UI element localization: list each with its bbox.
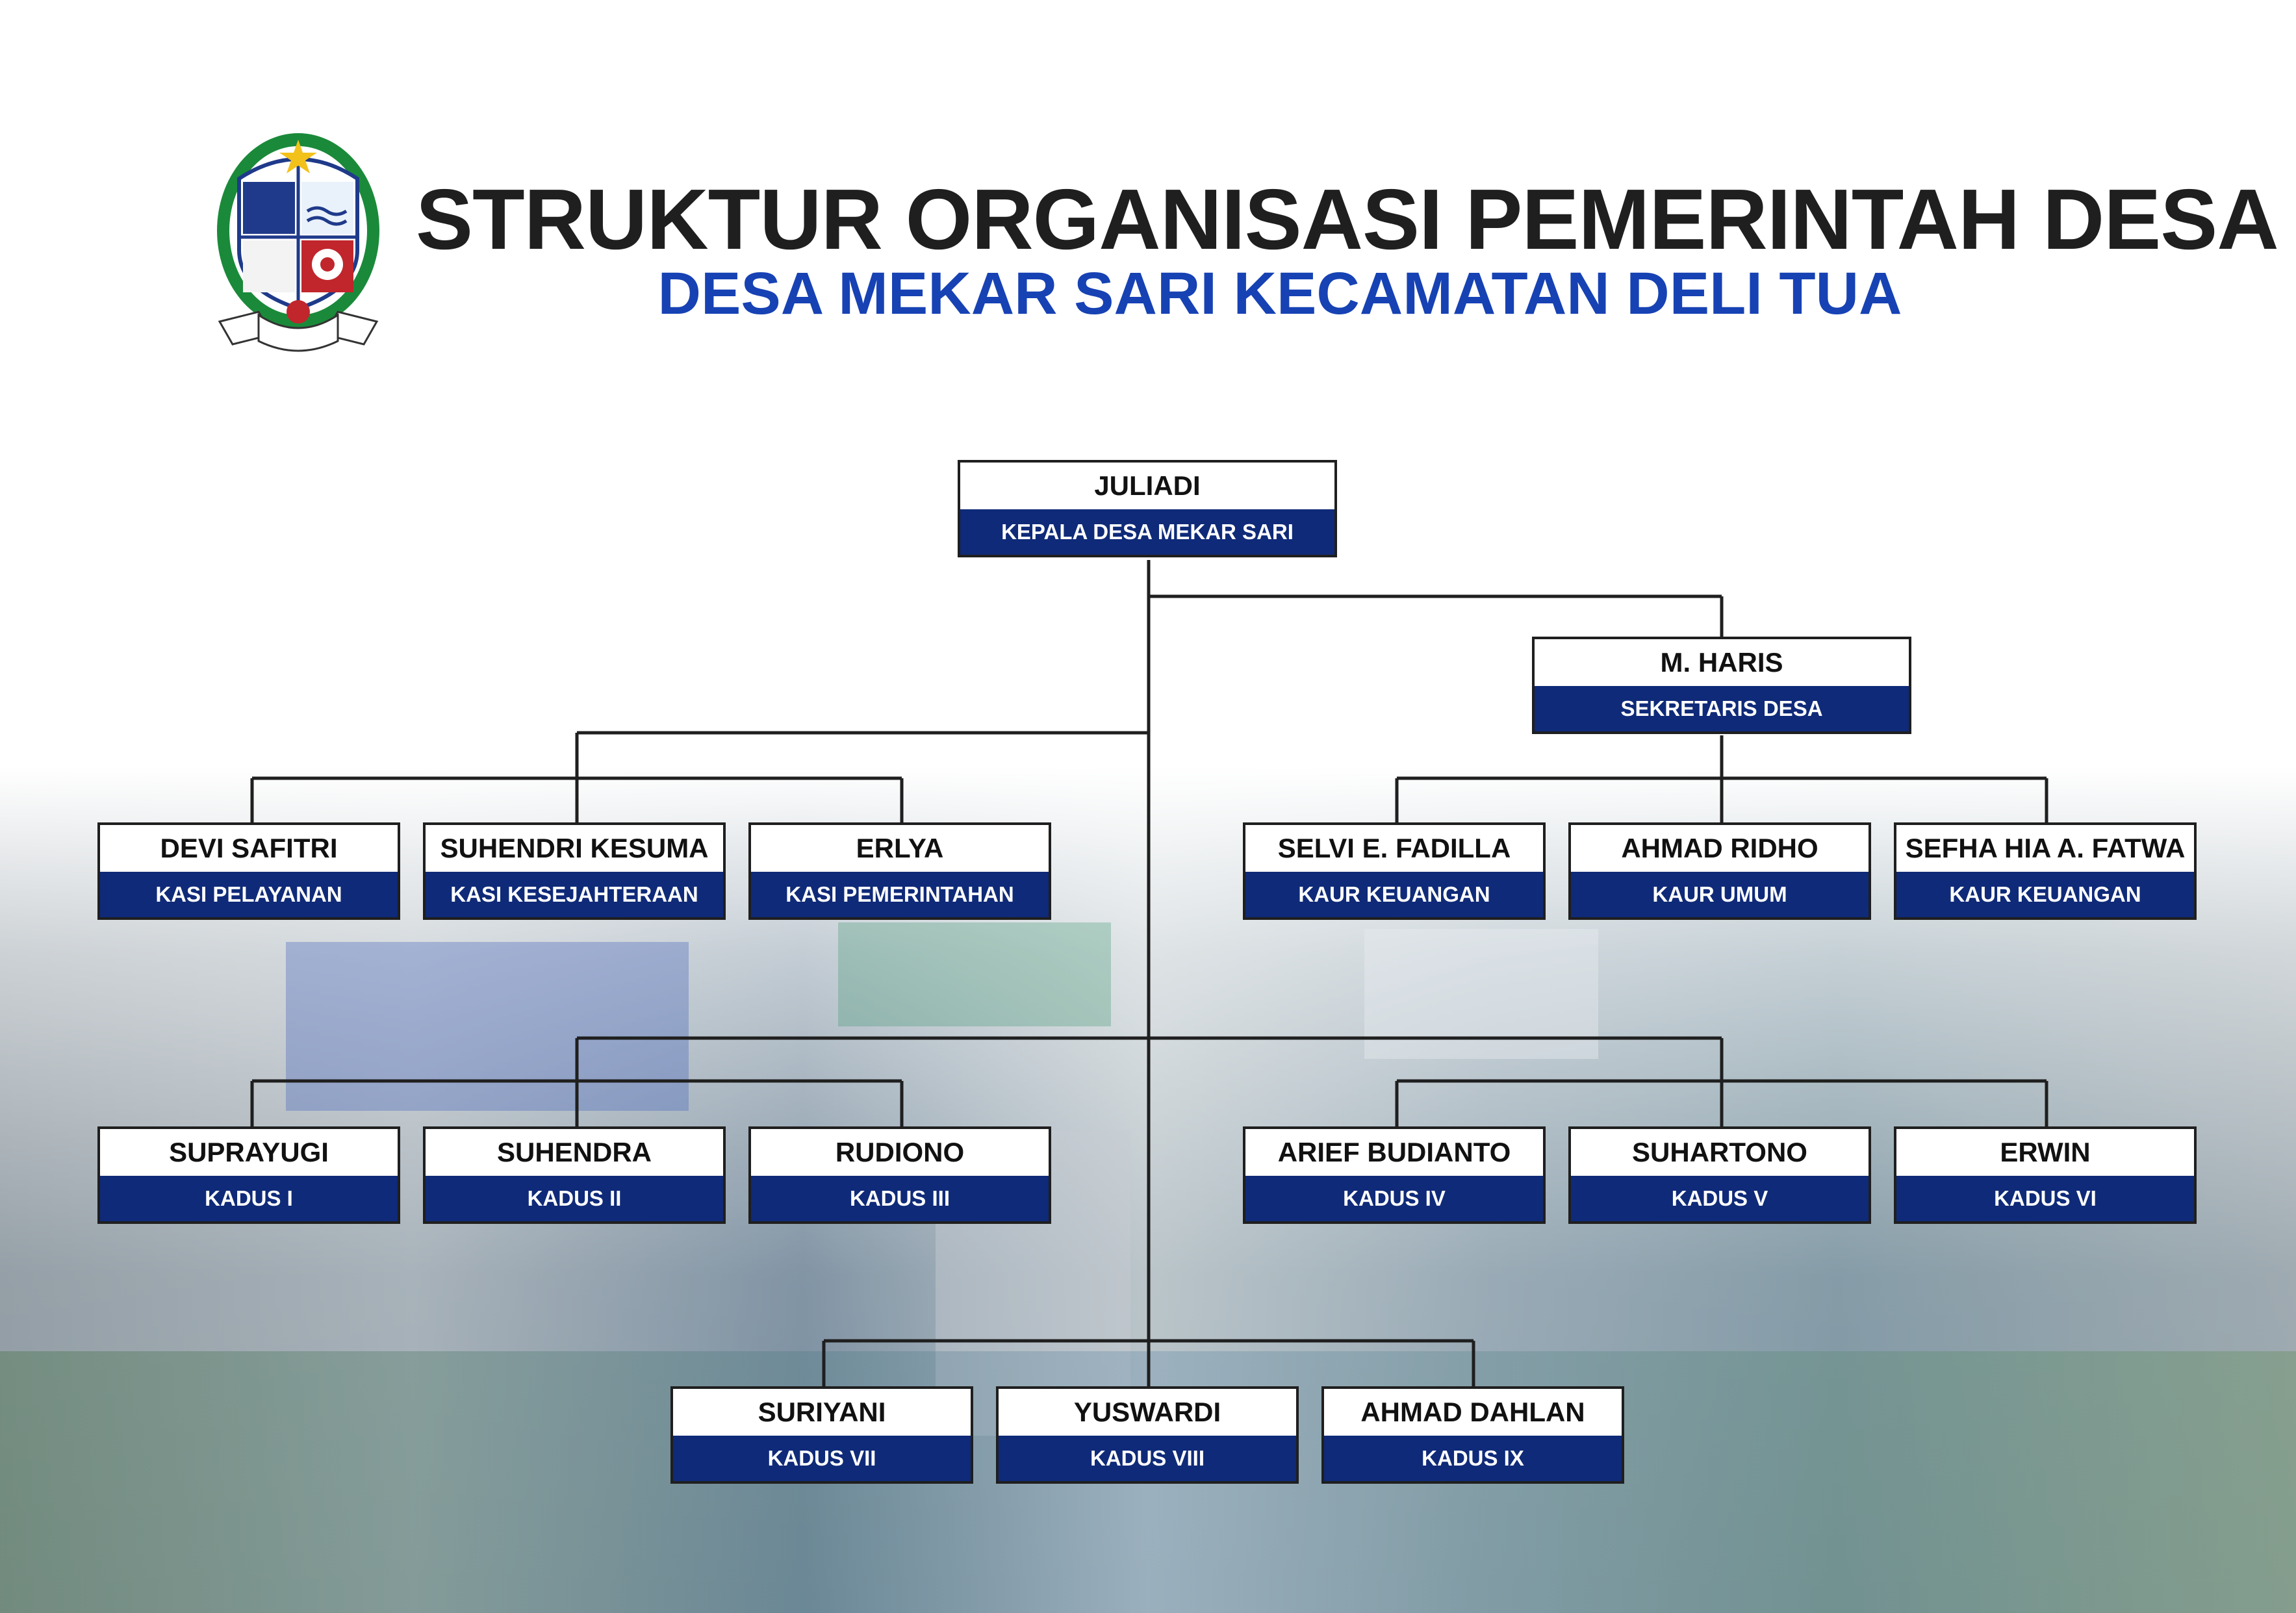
node-name: AHMAD RIDHO [1621, 833, 1818, 863]
org-node-kadus-iv: ARIEF BUDIANTO KADUS IV [1243, 1126, 1546, 1224]
node-name: YUSWARDI [1073, 1397, 1221, 1427]
node-name: RUDIONO [835, 1137, 965, 1167]
node-role: KADUS V [1571, 1176, 1869, 1221]
page-subtitle: DESA MEKAR SARI KECAMATAN DELI TUA [657, 260, 1902, 327]
node-role: KAUR KEUANGAN [1896, 872, 2194, 917]
org-node-kaur-umum: AHMAD RIDHO KAUR UMUM [1568, 822, 1871, 920]
node-name: M. HARIS [1660, 647, 1783, 678]
node-role: KAUR UMUM [1571, 872, 1869, 917]
org-node-kadus-ix: AHMAD DAHLAN KADUS IX [1321, 1386, 1624, 1484]
org-node-kadus-vi: ERWIN KADUS VI [1894, 1126, 2197, 1224]
node-role: KASI PEMERINTAHAN [751, 872, 1049, 917]
node-role: KASI PELAYANAN [100, 872, 398, 917]
node-role: KASI KESEJAHTERAAN [426, 872, 723, 917]
org-node-kadus-ii: SUHENDRA KADUS II [423, 1126, 726, 1224]
node-role: KADUS VIII [999, 1436, 1296, 1481]
node-role: KADUS VI [1896, 1176, 2194, 1221]
node-name: SUHENDRI KESUMA [440, 833, 709, 863]
org-node-kadus-viii: YUSWARDI KADUS VIII [996, 1386, 1299, 1484]
node-name: SEFHA HIA A. FATWA [1905, 833, 2186, 863]
org-node-kaur-keuangan: SELVI E. FADILLA KAUR KEUANGAN [1243, 822, 1546, 920]
node-role: SEKRETARIS DESA [1535, 686, 1909, 731]
node-name: DEVI SAFITRI [160, 833, 338, 863]
org-node-kasi-kesejahteraan: SUHENDRI KESUMA KASI KESEJAHTERAAN [423, 822, 726, 920]
org-node-kadus-vii: SURIYANI KADUS VII [670, 1386, 973, 1484]
node-role: KADUS IX [1324, 1436, 1622, 1481]
org-node-kasi-pelayanan: DEVI SAFITRI KASI PELAYANAN [97, 822, 400, 920]
org-node-kadus-iii: RUDIONO KADUS III [748, 1126, 1051, 1224]
org-node-kadus-v: SUHARTONO KADUS V [1568, 1126, 1871, 1224]
node-role: KADUS III [751, 1176, 1049, 1221]
node-name: SURIYANI [758, 1397, 886, 1427]
node-name: SUHARTONO [1632, 1137, 1807, 1167]
org-node-kepala-desa: JULIADI KEPALA DESA MEKAR SARI [958, 460, 1337, 557]
node-name: ERWIN [2000, 1137, 2091, 1167]
org-node-kadus-i: SUPRAYUGI KADUS I [97, 1126, 400, 1224]
node-name: SELVI E. FADILLA [1277, 833, 1511, 863]
node-name: ARIEF BUDIANTO [1277, 1137, 1511, 1167]
node-role: KADUS IV [1245, 1176, 1543, 1221]
node-name: SUHENDRA [496, 1137, 652, 1167]
node-role: KAUR KEUANGAN [1245, 872, 1543, 917]
node-name: JULIADI [1094, 470, 1201, 501]
node-name: AHMAD DAHLAN [1360, 1397, 1585, 1427]
node-role: KADUS VII [673, 1436, 971, 1481]
page-title: STRUKTUR ORGANISASI PEMERINTAH DESA [416, 171, 2279, 267]
org-node-sekretaris-desa: M. HARIS SEKRETARIS DESA [1532, 637, 1911, 734]
node-role: KADUS I [100, 1176, 398, 1221]
node-name: ERLYA [856, 833, 944, 863]
deli-serdang-emblem-logo [217, 133, 379, 352]
org-node-kaur-keuangan-2: SEFHA HIA A. FATWA KAUR KEUANGAN [1894, 822, 2197, 920]
node-name: SUPRAYUGI [169, 1137, 329, 1167]
node-role: KADUS II [426, 1176, 723, 1221]
node-role: KEPALA DESA MEKAR SARI [960, 509, 1334, 555]
org-node-kasi-pemerintahan: ERLYA KASI PEMERINTAHAN [748, 822, 1051, 920]
